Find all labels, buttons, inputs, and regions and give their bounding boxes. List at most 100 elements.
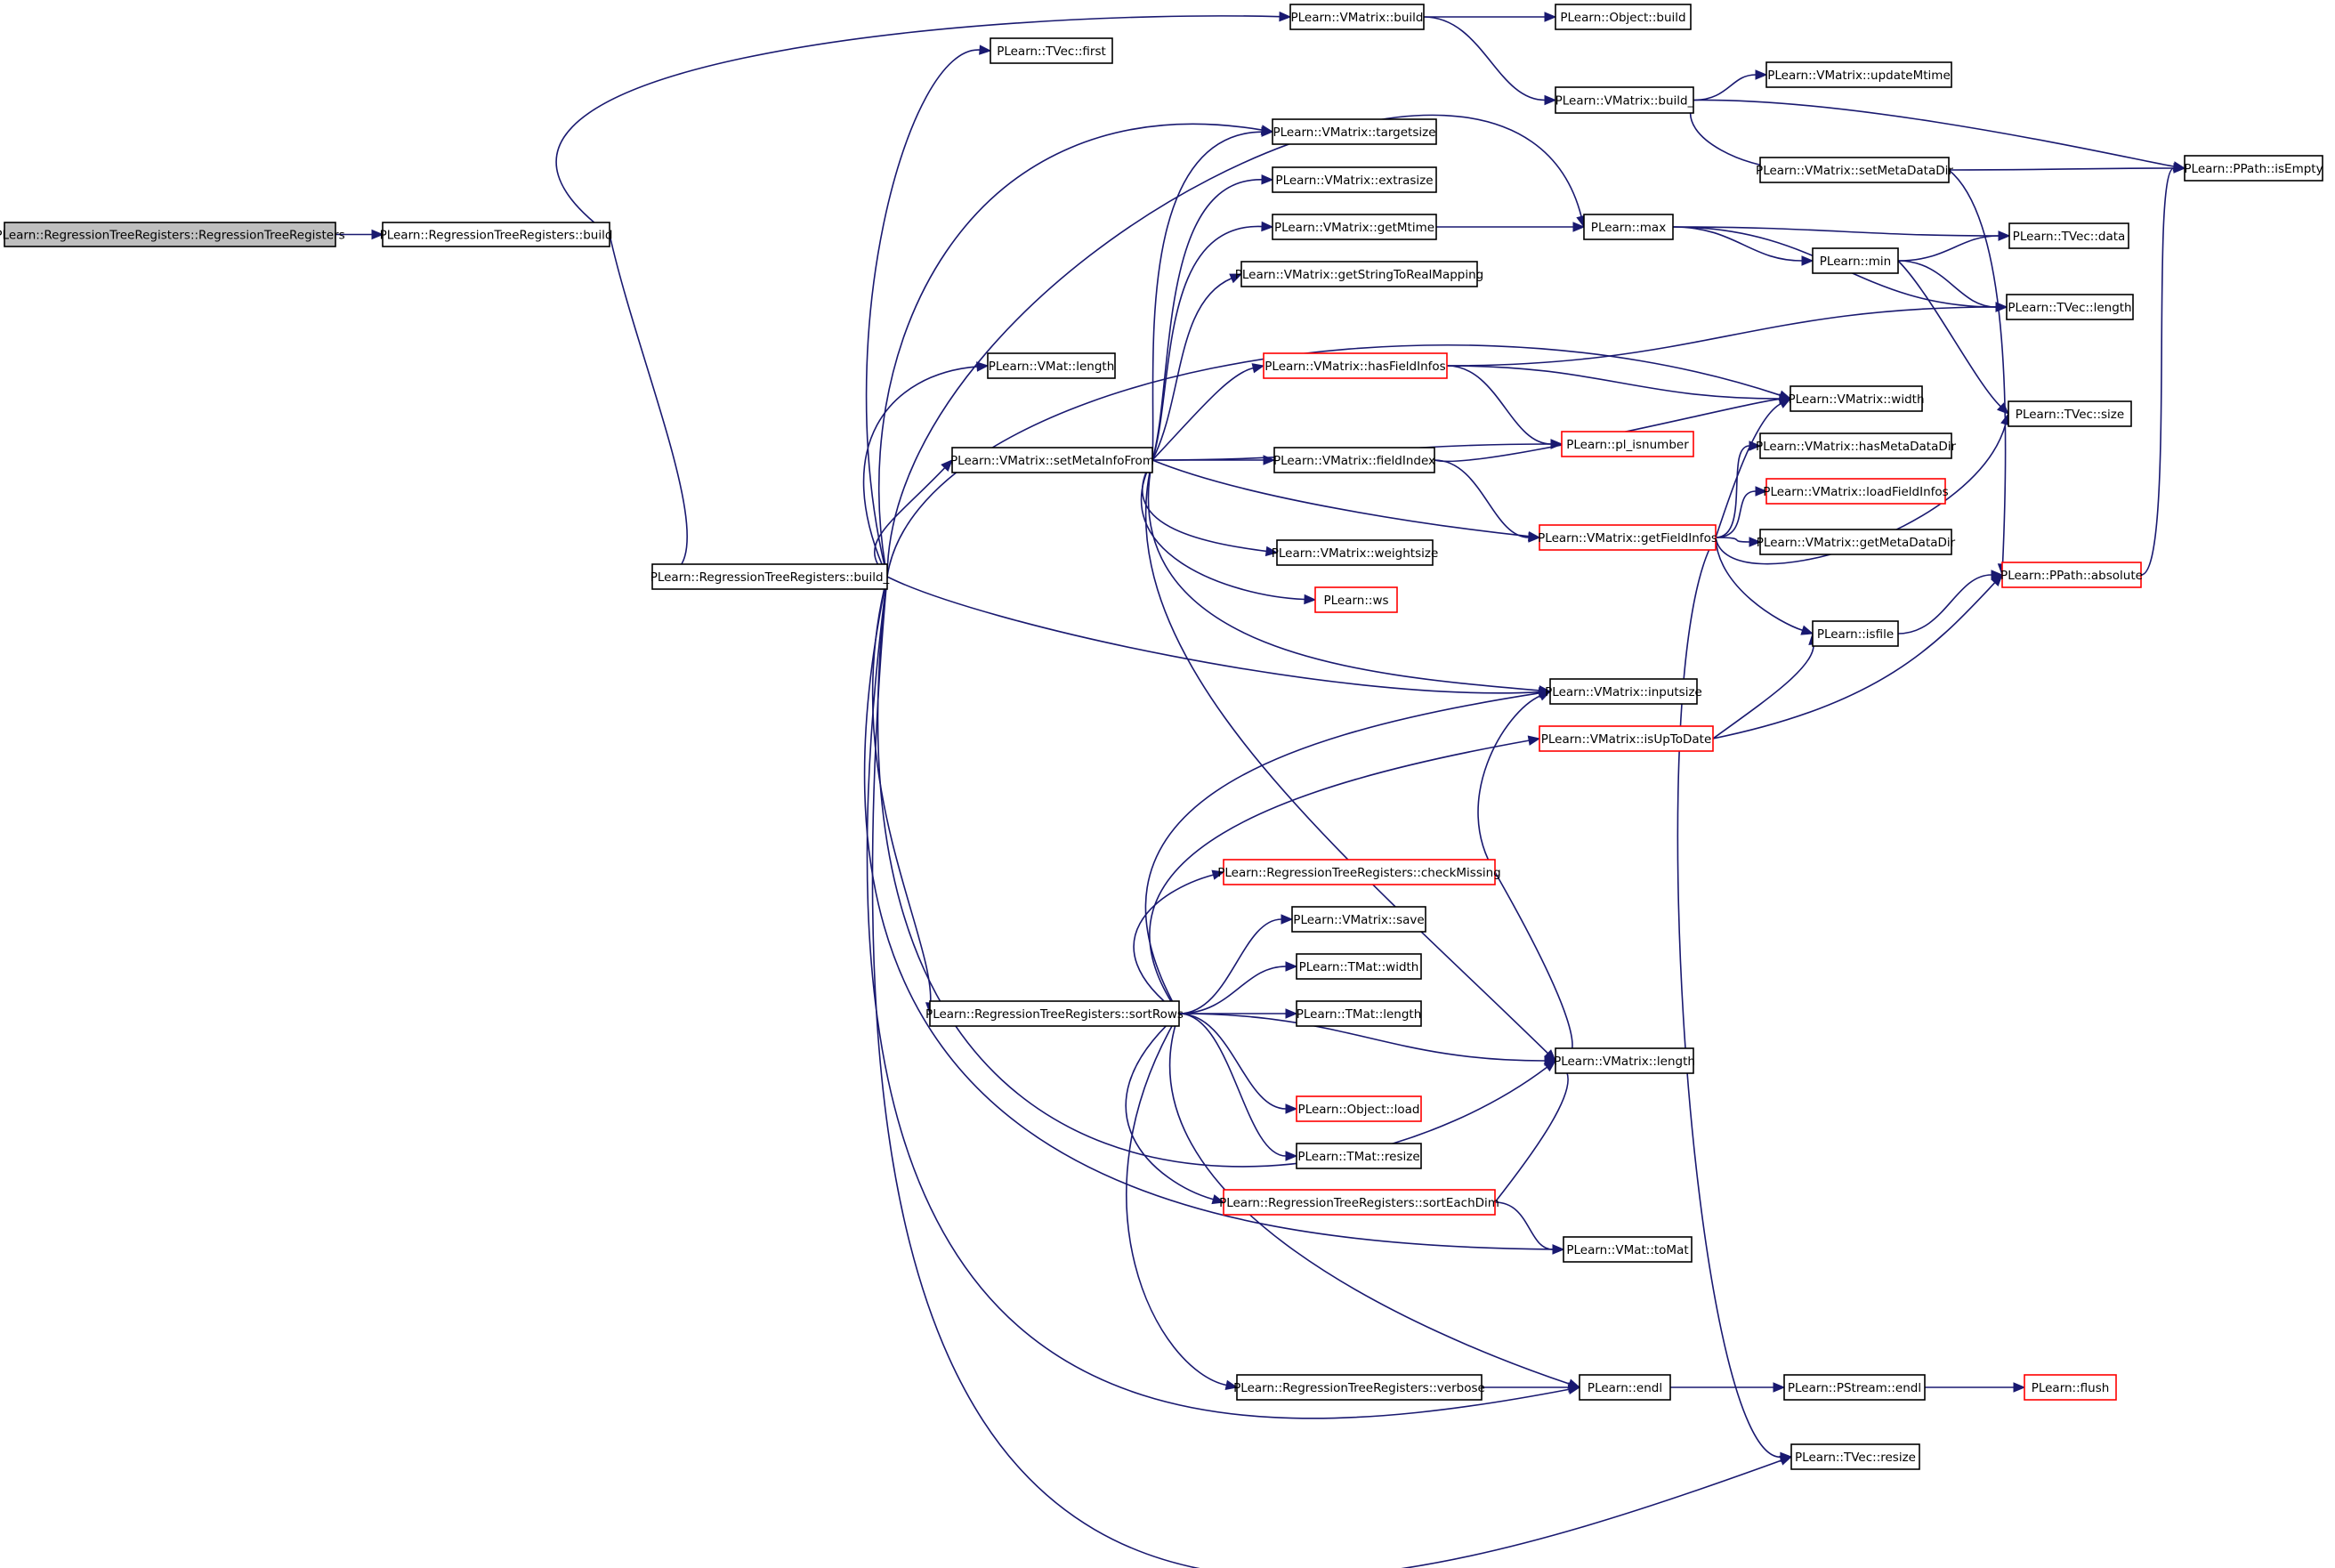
node-sorteach[interactable]: PLearn::RegressionTreeRegisters::sortEac… <box>1219 1189 1499 1216</box>
node-isuptodate[interactable]: PLearn::VMatrix::isUpToDate <box>1539 725 1714 752</box>
node-box[interactable] <box>1561 431 1694 457</box>
node-box[interactable] <box>1759 529 1952 555</box>
node-plisnum[interactable]: PLearn::pl_isnumber <box>1561 431 1694 457</box>
node-psendl[interactable]: PLearn::PStream::endl <box>1783 1374 1926 1401</box>
node-box[interactable] <box>1555 4 1692 30</box>
node-hasmddir[interactable]: PLearn::VMatrix::hasMetaDataDir <box>1756 432 1957 459</box>
node-getmddir[interactable]: PLearn::VMatrix::getMetaDataDir <box>1757 529 1956 555</box>
node-box[interactable] <box>1790 385 1923 412</box>
node-box[interactable] <box>1314 586 1398 613</box>
node-getstr[interactable]: PLearn::VMatrix::getStringToRealMapping <box>1235 261 1484 287</box>
node-extrasize[interactable]: PLearn::VMatrix::extrasize <box>1272 166 1437 193</box>
node-build[interactable]: PLearn::RegressionTreeRegisters::build <box>380 222 613 247</box>
node-setmddir[interactable]: PLearn::VMatrix::setMetaDataDir <box>1756 157 1953 183</box>
node-tvlength[interactable]: PLearn::TVec::length <box>2006 294 2134 320</box>
node-box[interactable] <box>4 222 336 247</box>
node-box[interactable] <box>1296 1000 1422 1027</box>
node-box[interactable] <box>987 352 1116 379</box>
node-sortrows[interactable]: PLearn::RegressionTreeRegisters::sortRow… <box>925 1000 1184 1027</box>
node-vmsave[interactable]: PLearn::VMatrix::save <box>1291 906 1426 933</box>
node-root[interactable]: PLearn::RegressionTreeRegisters::Regress… <box>0 222 345 247</box>
node-box[interactable] <box>1563 1236 1693 1263</box>
node-box[interactable] <box>1223 859 1496 885</box>
node-tvfirst[interactable]: PLearn::TVec::first <box>990 37 1113 64</box>
node-box[interactable] <box>1555 1047 1694 1074</box>
node-box[interactable] <box>382 222 610 247</box>
node-box[interactable] <box>1759 157 1950 183</box>
node-box[interactable] <box>1291 906 1426 933</box>
node-box[interactable] <box>2006 294 2134 320</box>
node-box[interactable] <box>2024 1374 2117 1401</box>
node-setmif[interactable]: PLearn::VMatrix::setMetaInfoFrom <box>950 447 1154 473</box>
node-box[interactable] <box>951 447 1153 473</box>
node-isempty[interactable]: PLearn::PPath::isEmpty <box>2184 155 2323 182</box>
node-box[interactable] <box>1273 447 1435 473</box>
node-box[interactable] <box>1812 620 1899 647</box>
node-box[interactable] <box>1539 524 1717 551</box>
node-min[interactable]: PLearn::min <box>1812 247 1899 274</box>
node-box[interactable] <box>1579 1374 1671 1401</box>
node-box[interactable] <box>1549 678 1698 705</box>
node-box[interactable] <box>1555 86 1694 114</box>
node-box[interactable] <box>1539 725 1714 752</box>
node-ws[interactable]: PLearn::ws <box>1314 586 1398 613</box>
node-vmbuild_[interactable]: PLearn::VMatrix::build_ <box>1555 86 1694 114</box>
node-box[interactable] <box>1289 4 1425 30</box>
node-vmwidth[interactable]: PLearn::VMatrix::width <box>1788 385 1925 412</box>
node-box[interactable] <box>1240 261 1478 287</box>
node-box[interactable] <box>1583 214 1674 240</box>
node-box[interactable] <box>2001 562 2142 588</box>
node-box[interactable] <box>2008 222 2129 249</box>
node-getfi[interactable]: PLearn::VMatrix::getFieldInfos <box>1538 524 1717 551</box>
node-tvdata[interactable]: PLearn::TVec::data <box>2008 222 2129 249</box>
node-box[interactable] <box>1236 1374 1483 1401</box>
node-targetsize[interactable]: PLearn::VMatrix::targetsize <box>1272 118 1437 145</box>
node-box[interactable] <box>1296 1095 1422 1122</box>
node-vmlength[interactable]: PLearn::VMatrix::length <box>1554 1047 1695 1074</box>
node-absolute[interactable]: PLearn::PPath::absolute <box>2000 562 2143 588</box>
node-box[interactable] <box>2008 400 2132 427</box>
node-max[interactable]: PLearn::max <box>1583 214 1674 240</box>
node-objbuild[interactable]: PLearn::Object::build <box>1555 4 1692 30</box>
node-box[interactable] <box>1812 247 1899 274</box>
node-box[interactable] <box>1272 214 1437 240</box>
node-tomat[interactable]: PLearn::VMat::toMat <box>1563 1236 1693 1263</box>
node-tvresize[interactable]: PLearn::TVec::resize <box>1790 1443 1920 1470</box>
node-checkmissing[interactable]: PLearn::RegressionTreeRegisters::checkMi… <box>1217 859 1501 885</box>
node-loadfi[interactable]: PLearn::VMatrix::loadFieldInfos <box>1763 478 1949 505</box>
node-isfile[interactable]: PLearn::isfile <box>1812 620 1899 647</box>
node-box[interactable] <box>651 563 888 590</box>
node-updmtime[interactable]: PLearn::VMatrix::updateMtime <box>1765 61 1952 88</box>
node-hasfi[interactable]: PLearn::VMatrix::hasFieldInfos <box>1263 352 1448 379</box>
node-box[interactable] <box>1276 539 1434 566</box>
node-vmbuild[interactable]: PLearn::VMatrix::build <box>1289 4 1425 30</box>
node-box[interactable] <box>1263 352 1448 379</box>
node-box[interactable] <box>1783 1374 1926 1401</box>
node-build_[interactable]: PLearn::RegressionTreeRegisters::build_ <box>650 563 890 590</box>
node-tmresize[interactable]: PLearn::TMat::resize <box>1296 1143 1422 1169</box>
node-flush[interactable]: PLearn::flush <box>2024 1374 2117 1401</box>
node-box[interactable] <box>1765 478 1946 505</box>
node-box[interactable] <box>1223 1189 1496 1216</box>
node-box[interactable] <box>2184 155 2323 182</box>
node-box[interactable] <box>929 1000 1180 1027</box>
node-box[interactable] <box>1272 118 1437 145</box>
node-tmwidth[interactable]: PLearn::TMat::width <box>1296 953 1422 980</box>
node-box[interactable] <box>1765 61 1952 88</box>
node-box[interactable] <box>990 37 1113 64</box>
node-tmlength[interactable]: PLearn::TMat::length <box>1296 1000 1422 1027</box>
node-endl[interactable]: PLearn::endl <box>1579 1374 1671 1401</box>
node-box[interactable] <box>1790 1443 1920 1470</box>
node-getmtime[interactable]: PLearn::VMatrix::getMtime <box>1272 214 1437 240</box>
node-box[interactable] <box>1759 432 1952 459</box>
node-fieldindex[interactable]: PLearn::VMatrix::fieldIndex <box>1273 447 1435 473</box>
node-vmatlength[interactable]: PLearn::VMat::length <box>987 352 1116 379</box>
node-box[interactable] <box>1296 1143 1422 1169</box>
node-box[interactable] <box>1272 166 1437 193</box>
node-verbose[interactable]: PLearn::RegressionTreeRegisters::verbose <box>1233 1374 1485 1401</box>
node-box[interactable] <box>1296 953 1422 980</box>
node-objload[interactable]: PLearn::Object::load <box>1296 1095 1422 1122</box>
node-inputsize[interactable]: PLearn::VMatrix::inputsize <box>1545 678 1702 705</box>
node-tvsize[interactable]: PLearn::TVec::size <box>2008 400 2132 427</box>
node-weightsize[interactable]: PLearn::VMatrix::weightsize <box>1272 539 1439 566</box>
